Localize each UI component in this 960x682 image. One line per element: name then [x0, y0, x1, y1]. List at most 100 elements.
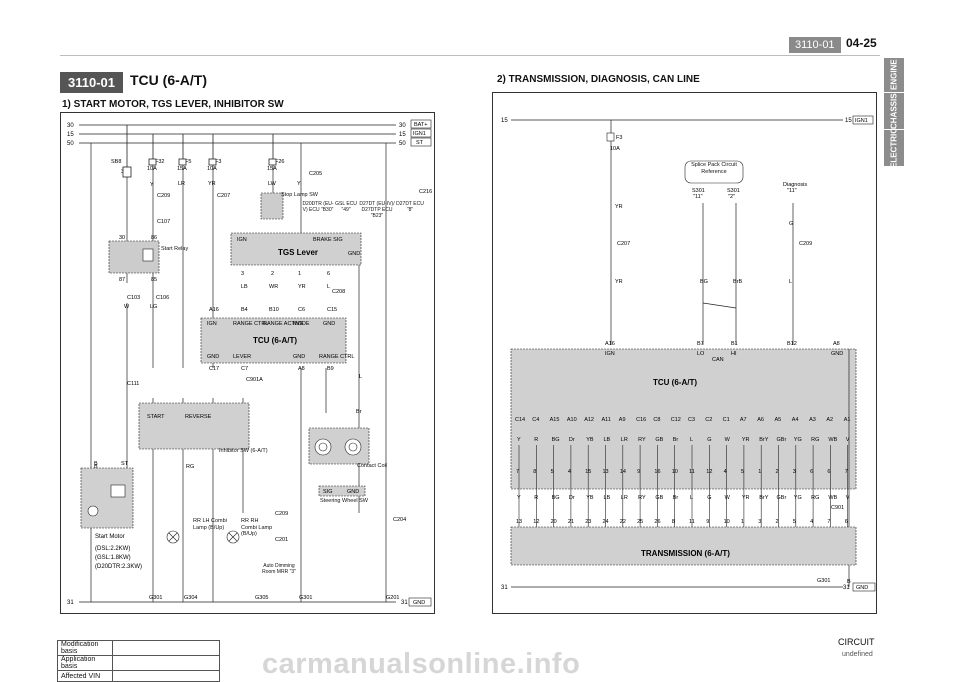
ground-g305: G305 [255, 595, 268, 601]
inhibitor-sw-box [138, 402, 250, 450]
side-tab-electric[interactable]: ELECTRIC [884, 128, 904, 168]
splice-s301-1-ref: "11" [693, 194, 703, 200]
tgs-brake-sig-label: BRAKE SIG [313, 237, 343, 243]
motor-terminal-st: ST [121, 461, 129, 467]
wire-lb-1: LB [241, 284, 248, 290]
tcu-row-wire: RG [811, 437, 819, 443]
fuse-f26-id: F26 [275, 159, 284, 165]
wire-y-1: Y [150, 182, 154, 188]
connector-pin-top: 5 [741, 469, 744, 475]
tm-row-wire: W [725, 495, 731, 501]
splice-s301-1-id: S301 [692, 188, 705, 194]
connector-pin-top: 12 [706, 469, 712, 475]
conn-c209-r: C209 [799, 241, 812, 247]
rail-31-left-r: 31 [501, 585, 508, 591]
fuse-f26-amp: 15A [267, 166, 277, 172]
right-ground-wire: B [847, 579, 851, 585]
ecu-d27dt: D27DT (EU-IV)/ D27DTP ECU "B23" [359, 201, 395, 219]
tcu-gnd: GND [323, 321, 335, 327]
connector-pin-bottom: 21 [568, 519, 574, 525]
can-label: CAN [712, 357, 724, 363]
tcu-mode: MODE [293, 321, 310, 327]
ground-g301-r: G301 [817, 578, 830, 584]
tcu-r-pin-b1: B1 [731, 341, 738, 347]
side-tab-chassis[interactable]: CHASSIS [884, 93, 904, 129]
rail-15-right-r: 15 [845, 118, 852, 124]
tm-row-wire: RY [638, 495, 646, 501]
connector-pin-bottom: 9 [706, 519, 709, 525]
sw-gnd: GND [347, 489, 359, 495]
rail-15-left: 15 [67, 132, 74, 138]
tcu-row-pin: A9 [619, 417, 626, 423]
connector-pin-bottom: 22 [620, 519, 626, 525]
tcu-block [200, 317, 347, 364]
undefined-text: undefined [842, 651, 873, 658]
transmission-title: TRANSMISSION (6-A/T) [641, 549, 730, 558]
connector-pin-top: 4 [724, 469, 727, 475]
row-vin-label: Affected VIN [57, 670, 113, 682]
tm-row-wire: RG [811, 495, 819, 501]
splice-pack-box [684, 160, 744, 184]
connector-pin-top: 14 [620, 469, 626, 475]
tcu-gnd-bottom-2: GND [293, 354, 305, 360]
tcu-pin-c6: C6 [298, 307, 305, 313]
tcu-lever: LEVER [233, 354, 251, 360]
connector-pin-top: 1 [758, 469, 761, 475]
fuse-f32-amp: 10A [147, 166, 157, 172]
tcu-row-wire: YR [742, 437, 750, 443]
tm-row-wire: GB [655, 495, 663, 501]
tgs-wire-l: L [327, 284, 330, 290]
relay-pin-86: 86 [151, 235, 157, 241]
splice-s301-2-ref: "2" [728, 194, 735, 200]
connector-pin-top: 7 [845, 469, 848, 475]
diagnosis-label: Diagnosis [783, 182, 807, 188]
conn-c901a: C901A [246, 377, 263, 383]
fuse-f5-amp: 15A [177, 166, 187, 172]
page-number: 04-25 [846, 36, 877, 50]
section-code-badge: 3110-01 [789, 37, 841, 53]
tgs-wire-yr: YR [298, 284, 306, 290]
wire-lr-1: LR [178, 181, 185, 187]
tcu-r-sig-gnd: GND [831, 351, 843, 357]
header-divider [60, 55, 880, 56]
rail-30-left: 30 [67, 123, 74, 129]
wire-wr-1: WR [269, 284, 278, 290]
motor-symbol [87, 505, 99, 517]
row-vin-value [112, 670, 220, 682]
rr-lh-lamp-label: RR LH Combi Lamp (B/Up) [193, 518, 227, 531]
fuse-f3-r-amp: 10A [610, 146, 620, 152]
tcu-row-pin: C1 [723, 417, 730, 423]
connector-pin-bottom: 12 [533, 519, 539, 525]
tcu-pin-c15: C15 [327, 307, 337, 313]
side-tab-engine[interactable]: ENGINE [884, 58, 904, 92]
rail-15-right: 15 [399, 132, 406, 138]
start-motor-dsl: (DSL:2.2KW) [95, 546, 130, 552]
steering-wheel-sw-box [318, 485, 366, 497]
transmission-block [510, 526, 857, 566]
sw-sig: SIG [323, 489, 332, 495]
connector-pin-bottom: 20 [551, 519, 557, 525]
tcu-row-pin: A6 [757, 417, 764, 423]
relay-pin-30: 30 [119, 235, 125, 241]
wire-yr-r2: YR [615, 279, 623, 285]
fuse-f5-id: F5 [185, 159, 191, 165]
right-diagram-svg: 15 15 IGN1 31 31 GND F3 10A YR C207 YR S… [501, 115, 876, 592]
connector-pin-top: 6 [810, 469, 813, 475]
tgs-pin-2: 2 [271, 271, 274, 277]
tm-row-wire: Br [673, 495, 679, 501]
title-section-badge: 3110-01 [60, 72, 123, 93]
connector-pin-bottom: 3 [758, 519, 761, 525]
wire-l-r: L [789, 279, 792, 285]
watermark: carmanualsonline.info [262, 648, 581, 680]
tcu-r-pin-b12: B12 [787, 341, 797, 347]
tag-gnd-r: GND [856, 585, 868, 591]
conn-c206: C205 [309, 171, 322, 177]
tcu-row-pin: A12 [584, 417, 594, 423]
start-motor-box [80, 467, 134, 529]
tcu-pin-b10: B10 [269, 307, 279, 313]
tm-row-wire: BG [552, 495, 560, 501]
tm-row-wire: GBr [777, 495, 787, 501]
inhibitor-sw-label: Inhibitor SW (6-A/T) [219, 448, 268, 454]
connector-pin-bottom: 4 [810, 519, 813, 525]
tcu-row-wire: LR [621, 437, 628, 443]
